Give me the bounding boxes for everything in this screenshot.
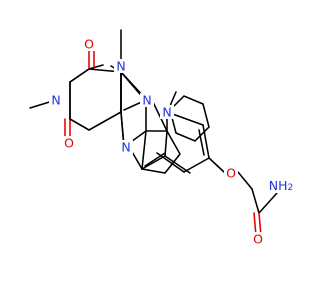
ring-overlay bbox=[69, 68, 210, 174]
atom-n-ring-right: N bbox=[142, 93, 151, 108]
atom-o-bottom: O bbox=[64, 136, 74, 151]
atom-n-left: N bbox=[51, 93, 60, 108]
molecule-structure-diagram: O N N O N N N O NH2 O bbox=[29, 29, 298, 247]
atom-o-ether: O bbox=[226, 166, 236, 181]
atom-n-aryl: N bbox=[162, 105, 171, 120]
atom-n-imidazole-bottom: N bbox=[121, 140, 130, 155]
atom-n-top: N bbox=[116, 59, 125, 74]
atom-nh2-subscript: 2 bbox=[288, 183, 294, 193]
atom-o-amide: O bbox=[253, 232, 263, 247]
atom-nh2: NH2 bbox=[269, 178, 293, 194]
atom-nh2-main: NH bbox=[269, 178, 288, 193]
bond-lines bbox=[29, 29, 278, 237]
atom-o-top: O bbox=[84, 37, 94, 52]
atom-labels: O N N O N N N O NH2 O bbox=[49, 37, 298, 247]
